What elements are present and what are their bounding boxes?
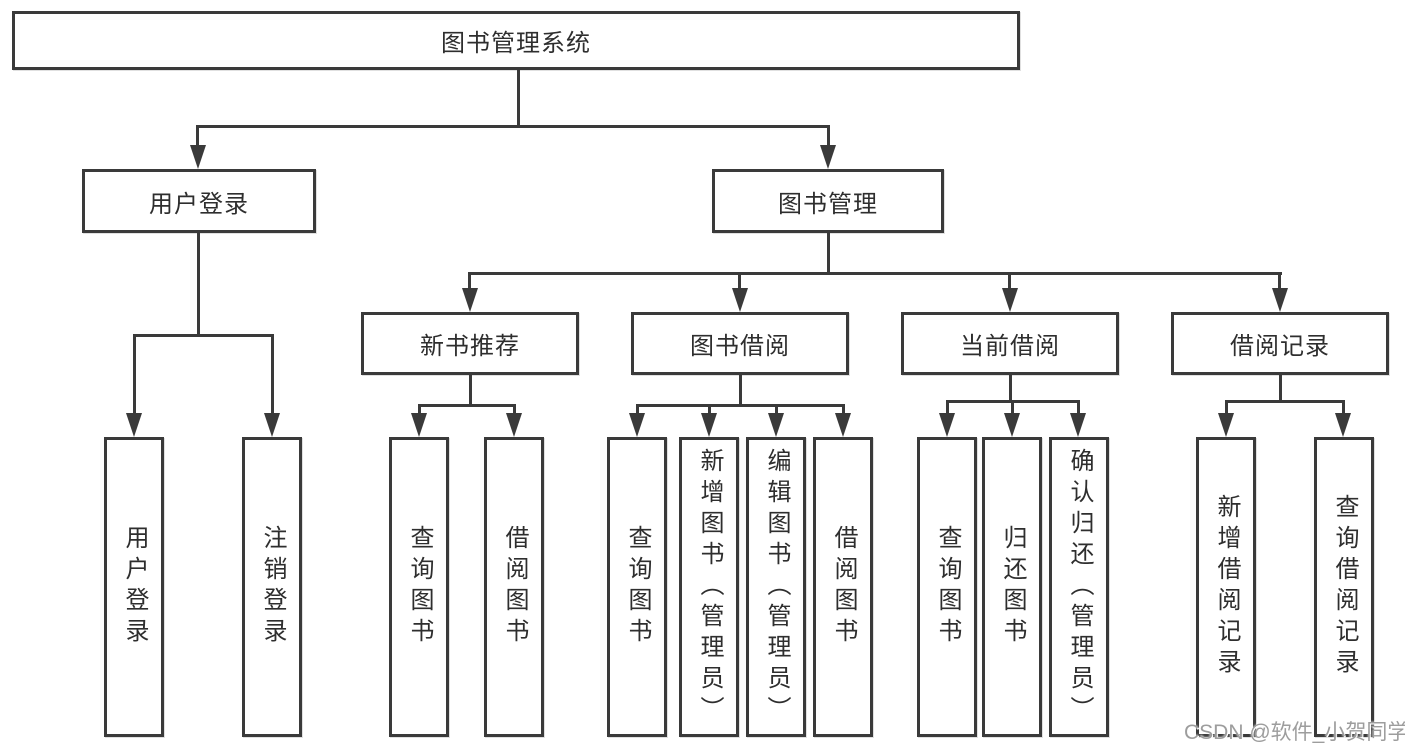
arrowhead-icon — [701, 413, 717, 437]
connector-line — [513, 404, 516, 415]
arrowhead-icon — [264, 413, 280, 437]
node-cb-return-books-label: 归还图书 — [999, 525, 1026, 649]
connector-line — [1009, 375, 1012, 403]
connector-line — [1008, 272, 1011, 290]
connector-line — [196, 125, 830, 128]
connector-line — [517, 70, 520, 128]
node-br-query-record-label: 查询借阅记录 — [1331, 494, 1358, 680]
node-new-book-recommend: 新书推荐 — [361, 312, 579, 375]
node-logout: 注销登录 — [242, 437, 302, 737]
arrowhead-icon — [629, 413, 645, 437]
connector-line — [133, 334, 274, 337]
arrowhead-icon — [732, 288, 748, 312]
node-login: 用户登录 — [104, 437, 164, 737]
node-borrow-record: 借阅记录 — [1171, 312, 1389, 375]
node-bb-query-books: 查询图书 — [607, 437, 667, 737]
node-book-management-label: 图书管理 — [778, 190, 878, 218]
connector-line — [636, 404, 639, 415]
node-root-label: 图书管理系统 — [441, 30, 591, 57]
node-cb-confirm-return: 确认归还（管理员） — [1049, 437, 1109, 737]
connector-line — [739, 375, 742, 406]
arrowhead-icon — [1004, 413, 1020, 437]
node-nb-borrow-books-label: 借阅图书 — [501, 525, 528, 649]
node-br-add-record-label: 新增借阅记录 — [1213, 494, 1240, 680]
arrowhead-icon — [1002, 288, 1018, 312]
connector-line — [1279, 375, 1282, 403]
arrowhead-icon — [1272, 288, 1288, 312]
connector-line — [708, 404, 711, 415]
connector-line — [1225, 400, 1228, 415]
arrowhead-icon — [126, 413, 142, 437]
node-current-borrow-label: 当前借阅 — [960, 333, 1060, 360]
node-nb-query-books: 查询图书 — [389, 437, 449, 737]
csdn-watermark: CSDN @软件_小贺同学 — [1184, 721, 1405, 744]
node-nb-query-books-label: 查询图书 — [406, 525, 433, 649]
connector-line — [827, 233, 830, 274]
node-br-query-record: 查询借阅记录 — [1314, 437, 1374, 737]
node-bb-edit-books: 编辑图书（管理员） — [746, 437, 806, 737]
node-bb-borrow-books-label: 借阅图书 — [830, 525, 857, 649]
connector-line — [1278, 272, 1281, 290]
node-nb-borrow-books: 借阅图书 — [484, 437, 544, 737]
node-cb-query-books-label: 查询图书 — [934, 525, 961, 649]
connector-line — [827, 125, 830, 147]
arrowhead-icon — [462, 288, 478, 312]
node-current-borrow: 当前借阅 — [901, 312, 1119, 375]
connector-line — [1011, 400, 1014, 415]
connector-line — [775, 404, 778, 415]
node-bb-add-books-label: 新增图书（管理员） — [696, 447, 723, 727]
node-book-borrow: 图书借阅 — [631, 312, 849, 375]
connector-line — [1342, 400, 1345, 415]
node-root: 图书管理系统 — [12, 11, 1020, 70]
node-login-label: 用户登录 — [121, 525, 148, 649]
connector-line — [197, 233, 200, 336]
node-user-login: 用户登录 — [82, 169, 316, 233]
arrowhead-icon — [768, 413, 784, 437]
arrowhead-icon — [506, 413, 522, 437]
connector-line — [468, 272, 1282, 275]
node-new-book-recommend-label: 新书推荐 — [420, 333, 520, 360]
node-logout-label: 注销登录 — [259, 525, 286, 649]
connector-line — [271, 334, 274, 415]
node-bb-edit-books-label: 编辑图书（管理员） — [763, 447, 790, 727]
node-bb-add-books: 新增图书（管理员） — [679, 437, 739, 737]
connector-line — [469, 375, 472, 406]
node-cb-return-books: 归还图书 — [982, 437, 1042, 737]
arrowhead-icon — [1335, 413, 1351, 437]
arrowhead-icon — [411, 413, 427, 437]
arrowhead-icon — [1070, 413, 1086, 437]
node-bb-borrow-books: 借阅图书 — [813, 437, 873, 737]
connector-line — [1077, 400, 1080, 415]
node-cb-confirm-return-label: 确认归还（管理员） — [1066, 447, 1093, 727]
connector-line — [842, 404, 845, 415]
connector-line — [468, 272, 471, 290]
arrowhead-icon — [820, 145, 836, 169]
connector-line — [636, 404, 844, 407]
node-cb-query-books: 查询图书 — [917, 437, 977, 737]
connector-line — [418, 404, 516, 407]
connector-line — [946, 400, 949, 415]
arrowhead-icon — [835, 413, 851, 437]
connector-line — [133, 334, 136, 415]
arrowhead-icon — [939, 413, 955, 437]
node-bb-query-books-label: 查询图书 — [624, 525, 651, 649]
arrowhead-icon — [190, 145, 206, 169]
connector-line — [738, 272, 741, 290]
node-book-borrow-label: 图书借阅 — [690, 333, 790, 360]
node-user-login-label: 用户登录 — [149, 190, 249, 218]
connector-line — [1225, 400, 1345, 403]
node-br-add-record: 新增借阅记录 — [1196, 437, 1256, 737]
connector-line — [196, 125, 199, 147]
node-borrow-record-label: 借阅记录 — [1230, 333, 1330, 360]
connector-line — [418, 404, 421, 415]
node-book-management: 图书管理 — [712, 169, 944, 233]
arrowhead-icon — [1218, 413, 1234, 437]
